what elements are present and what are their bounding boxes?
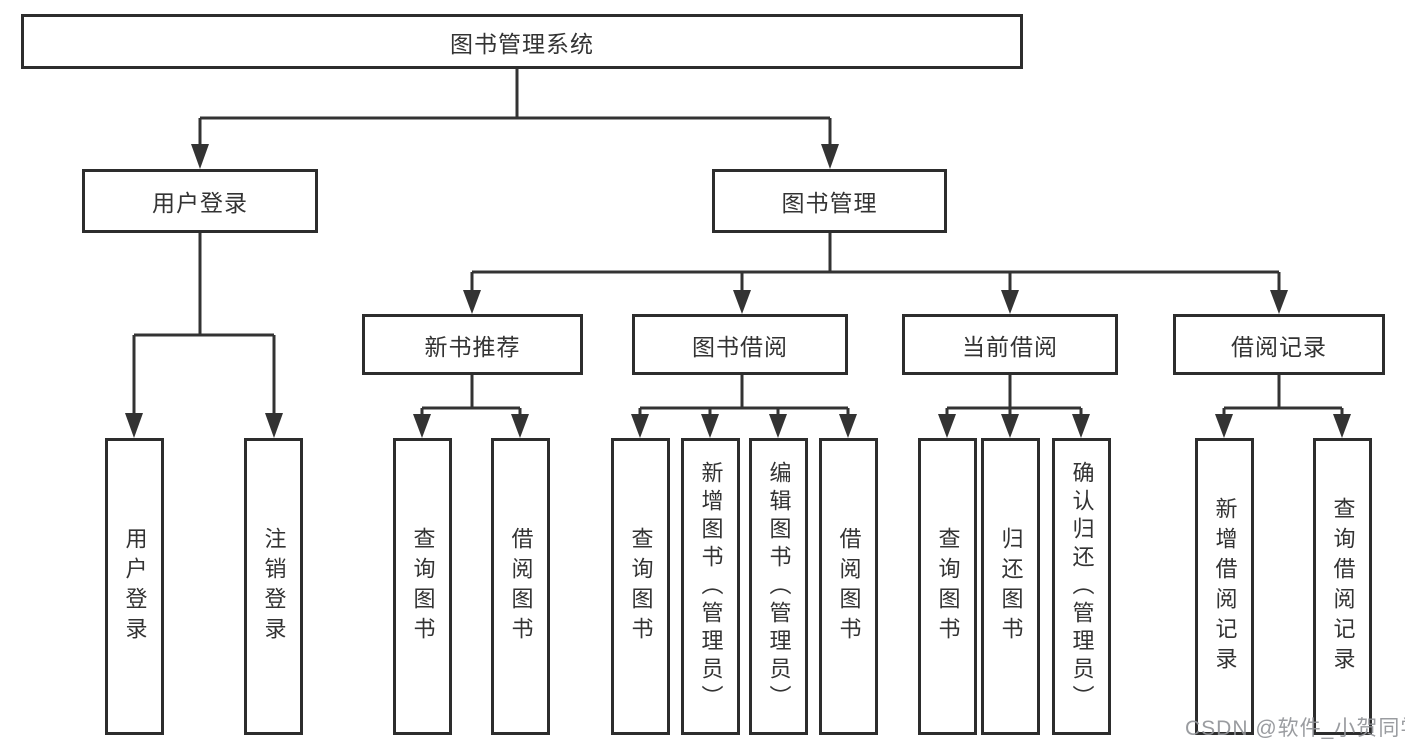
- node-leaf-confirm-return-admin-label: 确认归还（管理员）: [1069, 460, 1095, 713]
- node-leaf-logout-label: 注销登录: [261, 526, 287, 647]
- node-root-label: 图书管理系统: [450, 30, 594, 57]
- node-leaf-query-borrow-record-label: 查询借阅记录: [1330, 496, 1356, 677]
- node-borrowing-records: 借阅记录: [1173, 314, 1385, 375]
- node-new-book-recommend: 新书推荐: [362, 314, 583, 375]
- node-borrowing-records-label: 借阅记录: [1231, 333, 1327, 360]
- node-root: 图书管理系统: [21, 14, 1023, 69]
- node-book-management: 图书管理: [712, 169, 947, 233]
- node-leaf-add-books-admin-label: 新增图书（管理员）: [698, 460, 724, 713]
- node-leaf-edit-books-admin: 编辑图书（管理员）: [749, 438, 808, 735]
- node-book-borrowing-label: 图书借阅: [692, 333, 788, 360]
- node-leaf-return-books-label: 归还图书: [998, 526, 1024, 647]
- node-leaf-edit-books-admin-label: 编辑图书（管理员）: [766, 460, 792, 713]
- node-leaf-query-books-borrowing-label: 查询图书: [628, 526, 654, 647]
- node-user-login-group: 用户登录: [82, 169, 318, 233]
- node-leaf-add-borrow-record: 新增借阅记录: [1195, 438, 1254, 735]
- node-book-borrowing: 图书借阅: [632, 314, 848, 375]
- node-leaf-query-books-recommend: 查询图书: [393, 438, 452, 735]
- node-leaf-user-login: 用户登录: [105, 438, 164, 735]
- node-leaf-add-books-admin: 新增图书（管理员）: [681, 438, 740, 735]
- csdn-watermark: CSDN @软件_小贺同学: [1185, 717, 1405, 740]
- node-leaf-user-login-label: 用户登录: [122, 526, 148, 647]
- node-leaf-borrow-books-borrowing-label: 借阅图书: [836, 526, 862, 647]
- node-user-login-group-label: 用户登录: [152, 190, 248, 216]
- node-new-book-recommend-label: 新书推荐: [424, 333, 521, 360]
- node-leaf-borrow-books-borrowing: 借阅图书: [819, 438, 878, 735]
- node-current-borrowing: 当前借阅: [902, 314, 1118, 375]
- node-leaf-borrow-books-recommend: 借阅图书: [491, 438, 550, 735]
- node-leaf-query-books-recommend-label: 查询图书: [410, 526, 436, 647]
- node-book-management-label: 图书管理: [781, 190, 878, 216]
- node-leaf-query-borrow-record: 查询借阅记录: [1313, 438, 1372, 735]
- node-leaf-return-books: 归还图书: [981, 438, 1040, 735]
- node-leaf-query-books-current-label: 查询图书: [935, 526, 961, 647]
- node-leaf-query-books-borrowing: 查询图书: [611, 438, 670, 735]
- node-leaf-borrow-books-recommend-label: 借阅图书: [508, 526, 534, 647]
- node-leaf-confirm-return-admin: 确认归还（管理员）: [1052, 438, 1111, 735]
- node-leaf-add-borrow-record-label: 新增借阅记录: [1212, 496, 1238, 677]
- node-leaf-query-books-current: 查询图书: [918, 438, 977, 735]
- node-leaf-logout: 注销登录: [244, 438, 303, 735]
- node-current-borrowing-label: 当前借阅: [962, 333, 1058, 360]
